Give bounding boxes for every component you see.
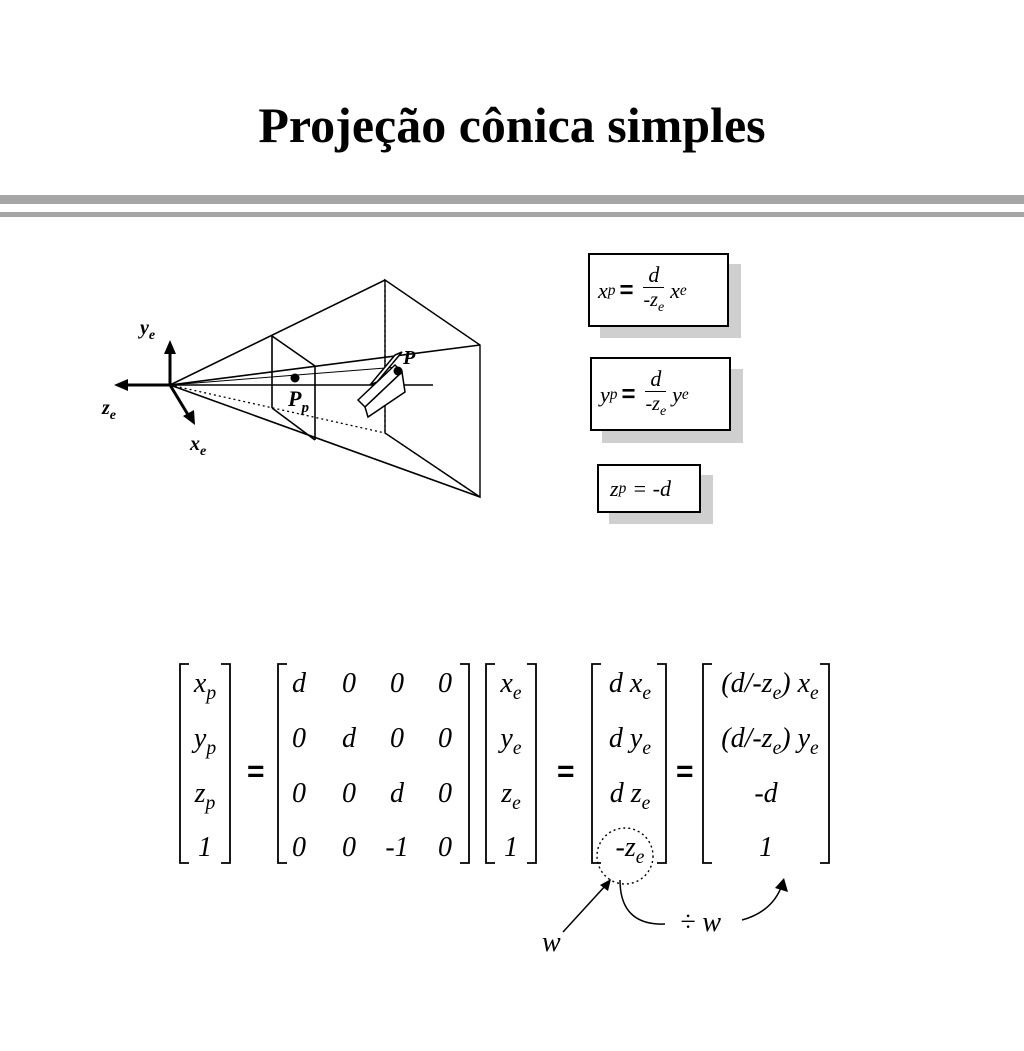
lhs-vector-cell: 1 (198, 832, 212, 863)
equals-sign-1: = (247, 755, 265, 788)
w-label: w (542, 927, 561, 958)
transform-matrix-cell: 0 (342, 832, 356, 863)
result-vector-cell: (d/-ze) xe (721, 668, 819, 704)
transform-matrix-cell: d (342, 723, 356, 754)
title-rule-thin (0, 212, 1024, 217)
transform-matrix-cell: -1 (385, 832, 409, 863)
eye-vector-cell: ye (500, 723, 522, 759)
projection-diagram: ye ze xe P Pp (101, 278, 481, 499)
page-title: Projeção cônica simples (258, 97, 766, 153)
ze-axis-label: ze (101, 397, 116, 423)
result-vector-cell: (d/-ze) ye (721, 723, 819, 759)
eye-vector-cell: ze (501, 778, 521, 814)
homogeneous-vector-cell: d xe (608, 668, 652, 704)
eye-vector-cell: 1 (504, 832, 518, 863)
transform-matrix-cell: d (292, 668, 306, 699)
divide-by-w-label: ÷ w (680, 907, 722, 938)
title-rule-thick (0, 195, 1024, 204)
equals-sign-3: = (676, 755, 694, 788)
xe-axis-label: xe (189, 433, 206, 459)
transform-matrix-cell: 0 (438, 668, 452, 699)
point-pp-label: Pp (287, 386, 309, 416)
transform-matrix-cell: 0 (292, 832, 306, 863)
homogeneous-vector-cell: d ye (608, 723, 652, 759)
result-vector-cell: 1 (759, 832, 773, 863)
transform-matrix-cell: 0 (390, 723, 404, 754)
transform-matrix-cell: 0 (292, 723, 306, 754)
transform-matrix-cell: 0 (438, 778, 452, 809)
ye-axis-label: ye (138, 317, 155, 343)
point-p-label: P (402, 347, 416, 369)
transform-matrix-cell: 0 (438, 723, 452, 754)
lhs-vector-cell: yp (193, 723, 217, 759)
eye-vector-cell: xe (500, 668, 522, 704)
homogeneous-vector-cell: d ze (609, 778, 651, 814)
equals-sign-2: = (557, 755, 575, 788)
xp-equation-box (588, 253, 729, 327)
transform-matrix-cell: 0 (438, 832, 452, 863)
zp-equation-box (597, 464, 701, 513)
result-vector-cell: -d (754, 778, 778, 809)
lhs-vector-cell: xp (193, 668, 217, 704)
homogeneous-vector-cell: -ze (615, 832, 645, 868)
yp-equation-box (590, 357, 731, 431)
transform-matrix-cell: 0 (342, 668, 356, 699)
transform-matrix-cell: 0 (390, 668, 404, 699)
lhs-vector-cell: zp (194, 778, 216, 814)
transform-matrix-cell: 0 (292, 778, 306, 809)
transform-matrix-cell: 0 (342, 778, 356, 809)
transform-matrix-cell: d (390, 778, 404, 809)
